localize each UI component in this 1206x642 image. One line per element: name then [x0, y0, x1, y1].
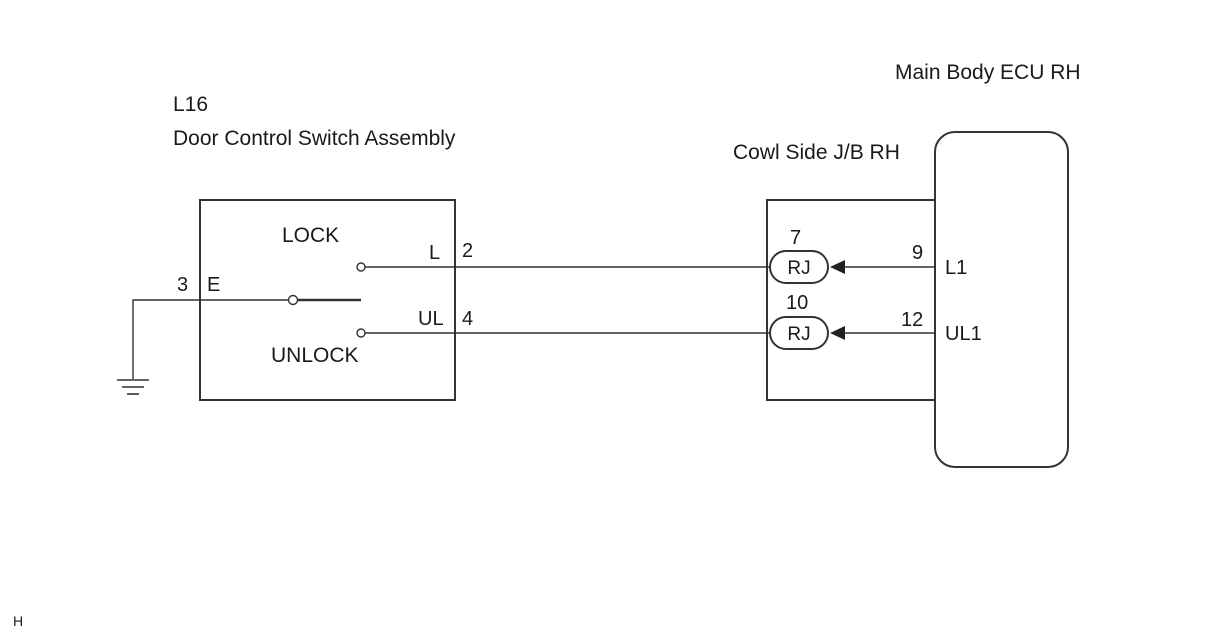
terminal-e-pin: 3 — [177, 274, 188, 296]
connector-10-pin: 10 — [786, 292, 808, 314]
ecu-terminal-ul1-name: UL1 — [945, 323, 982, 345]
ecu-housing — [934, 131, 1069, 468]
ecu-terminal-l1-pin: 9 — [912, 242, 923, 264]
lock-position-label: LOCK — [282, 224, 339, 247]
unlock-contact — [356, 328, 366, 338]
figure-code: H — [13, 613, 23, 629]
connector-10-arrow-icon — [830, 326, 845, 340]
junction-block-outline — [766, 199, 935, 401]
switch-name-label: Door Control Switch Assembly — [173, 127, 456, 150]
unlock-position-label: UNLOCK — [271, 344, 359, 367]
ground-icon — [117, 379, 149, 395]
terminal-e-name: E — [207, 274, 220, 296]
lock-contact — [356, 262, 366, 272]
connector-10-label: RJ — [787, 324, 810, 345]
ground-wire — [132, 299, 289, 379]
connector-7-label: RJ — [787, 258, 810, 279]
ecu-name: Main Body ECU RH — [895, 61, 1081, 84]
connector-7-arrow-icon — [830, 260, 845, 274]
terminal-l-name: L — [429, 242, 440, 264]
terminal-l-pin: 2 — [462, 240, 473, 262]
common-contact — [287, 294, 299, 306]
terminal-ul-pin: 4 — [462, 308, 473, 330]
ecu-terminal-l1-name: L1 — [945, 257, 967, 279]
connector-rj-10 — [769, 316, 829, 350]
main-body-ecu: 9 L1 12 UL1 — [901, 131, 1069, 468]
connector-rj-7 — [769, 250, 829, 284]
connector-7-pin: 7 — [790, 227, 801, 249]
cowl-side-junction-block: 7 RJ 10 RJ — [766, 199, 935, 401]
ecu-terminal-ul1-pin: 12 — [901, 309, 923, 331]
junction-block-name: Cowl Side J/B RH — [733, 141, 900, 164]
switch-code-label: L16 — [173, 93, 208, 116]
ground-circuit — [117, 299, 289, 395]
terminal-ul-name: UL — [418, 308, 444, 330]
